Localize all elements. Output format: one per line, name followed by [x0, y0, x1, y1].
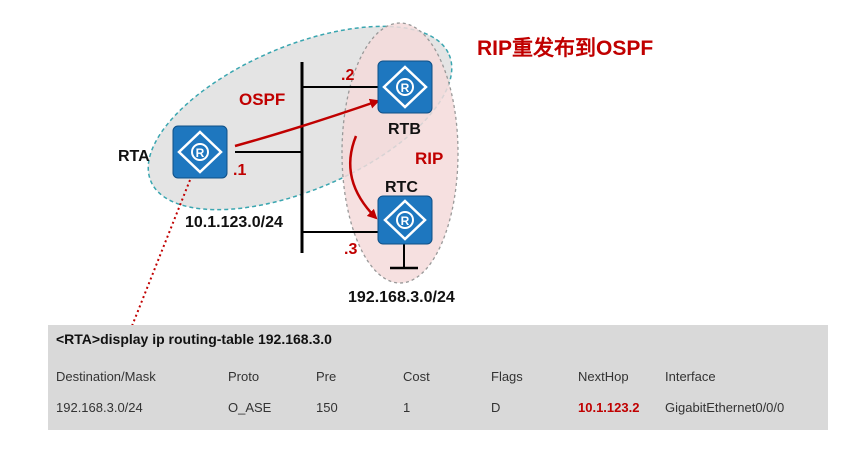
routing-table-panel: <RTA>display ip routing-table 192.168.3.…	[48, 325, 828, 430]
table-row: 192.168.3.0/24 O_ASE 150 1 D 10.1.123.2 …	[48, 400, 828, 420]
svg-text:R: R	[401, 81, 410, 95]
cell-destination: 192.168.3.0/24	[56, 400, 143, 415]
router-icon	[382, 65, 428, 109]
segment-network-label: 10.1.123.0/24	[185, 214, 283, 231]
terminal-command: <RTA>display ip routing-table 192.168.3.…	[56, 331, 332, 347]
header-nexthop: NextHop	[578, 369, 629, 384]
header-interface: Interface	[665, 369, 716, 384]
router-icon	[383, 199, 427, 241]
header-destination: Destination/Mask	[56, 369, 156, 384]
router-label-rtc: RTC	[385, 179, 418, 196]
header-flags: Flags	[491, 369, 523, 384]
ip-suffix-rtc: .3	[344, 241, 357, 258]
pointer-line	[131, 179, 191, 327]
router-icon	[177, 130, 223, 174]
table-header-row: Destination/Mask Proto Pre Cost Flags Ne…	[48, 369, 828, 389]
svg-text:R: R	[401, 214, 410, 228]
rip-label: RIP	[415, 149, 443, 168]
router-label-rtb: RTB	[388, 121, 421, 138]
router-label-rta: RTA	[118, 148, 150, 165]
header-cost: Cost	[403, 369, 430, 384]
cell-proto: O_ASE	[228, 400, 272, 415]
router-rtc[interactable]: R	[377, 195, 433, 245]
ip-suffix-rtb: .2	[341, 67, 354, 84]
ip-suffix-rta: .1	[233, 162, 246, 179]
router-rtb[interactable]: R	[377, 60, 433, 114]
ospf-label: OSPF	[239, 90, 285, 109]
cell-interface: GigabitEthernet0/0/0	[665, 400, 785, 415]
cell-flags: D	[491, 400, 501, 415]
cell-pre: 150	[316, 400, 338, 415]
cell-nexthop: 10.1.123.2	[578, 400, 640, 415]
redistribute-label: RIP重发布到OSPF	[477, 36, 653, 60]
route-arrow-rtb-rtc	[348, 135, 378, 220]
cell-cost: 1	[403, 400, 411, 415]
header-proto: Proto	[228, 369, 260, 384]
header-pre: Pre	[316, 369, 337, 384]
router-rta[interactable]: R	[172, 125, 228, 179]
stub-network-label: 192.168.3.0/24	[348, 289, 455, 306]
svg-text:R: R	[196, 146, 205, 160]
route-arrow-rta-rtb	[234, 98, 380, 148]
